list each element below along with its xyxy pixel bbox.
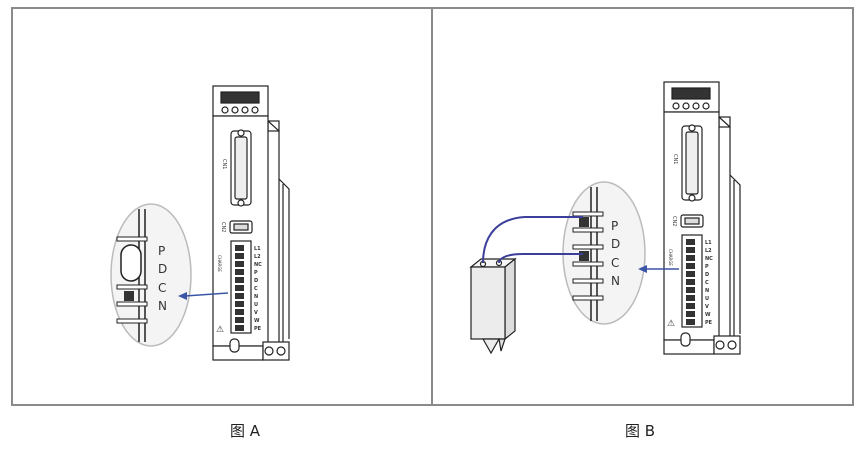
svg-text:W: W [705,312,711,318]
svg-text:N: N [705,288,709,294]
svg-text:N: N [611,274,620,288]
svg-text:D: D [254,278,258,284]
svg-text:D: D [158,262,167,276]
svg-text:C: C [705,280,709,286]
svg-text:W: W [254,318,260,324]
figure-b-drawing: CN1 CN2 CHARGE L1 L2 NC P D C N U V W PE… [469,81,741,355]
svg-text:L1: L1 [705,240,712,246]
led-display [671,87,711,100]
svg-text:NC: NC [254,262,262,268]
zoom-terminal-labels: P D C N [611,219,620,288]
svg-text:L1: L1 [254,246,261,252]
cn1-label: CN1 [221,159,227,169]
led-display [220,91,260,104]
braking-resistor [469,257,517,355]
servo-drive [663,81,741,355]
svg-text:N: N [254,294,258,300]
svg-text:C: C [611,256,619,270]
warning-icon: ⚠ [216,325,224,335]
terminal-zoom-callout [110,203,192,347]
svg-text:C: C [158,281,166,295]
figure-b-panel: CN1 CN2 CHARGE L1 L2 NC P D C N U V W PE… [433,9,852,404]
svg-text:V: V [254,310,258,316]
panel-terminal-labels: L1 L2 NC P D C N U V W PE [705,240,713,326]
svg-text:P: P [254,270,258,276]
figure-b-caption: 图 B [625,422,656,440]
figure-a-drawing: CN1 CN2 CHARGE L1 L2 NC P D C N U V W PE… [110,85,290,361]
panel-terminal-labels: L1 L2 NC P D C N U V W PE [254,246,262,332]
figure-a-caption: 图 A [230,422,261,440]
panel-divider [431,7,433,406]
cn2-label: CN2 [671,216,677,226]
svg-text:D: D [705,272,709,278]
svg-text:P: P [705,264,709,270]
warning-icon: ⚠ [667,319,675,329]
terminal-zoom-callout [562,181,646,325]
svg-text:P: P [611,219,618,233]
svg-text:N: N [158,299,167,313]
charge-label: CHARGE [668,249,673,266]
display-buttons [221,106,259,114]
svg-text:L2: L2 [705,248,712,254]
servo-drive [212,85,290,361]
resistor-wires [482,216,583,264]
display-buttons [672,102,710,110]
cn1-label: CN1 [672,154,678,164]
svg-text:U: U [254,302,258,308]
svg-text:C: C [254,286,258,292]
figure-a-panel: CN1 CN2 CHARGE L1 L2 NC P D C N U V W PE… [13,9,431,404]
pointer-arrow [178,292,229,300]
svg-text:P: P [158,244,165,258]
zoom-terminal-labels: P D C N [158,244,167,313]
svg-text:U: U [705,296,709,302]
svg-text:NC: NC [705,256,713,262]
svg-text:D: D [611,237,620,251]
svg-text:PE: PE [705,320,713,326]
svg-text:PE: PE [254,326,262,332]
pointer-arrow [638,265,679,273]
svg-text:V: V [705,304,709,310]
charge-label: CHARGE [217,255,222,272]
cn2-label: CN2 [220,222,226,232]
svg-text:L2: L2 [254,254,261,260]
jumper-bar [120,244,142,282]
